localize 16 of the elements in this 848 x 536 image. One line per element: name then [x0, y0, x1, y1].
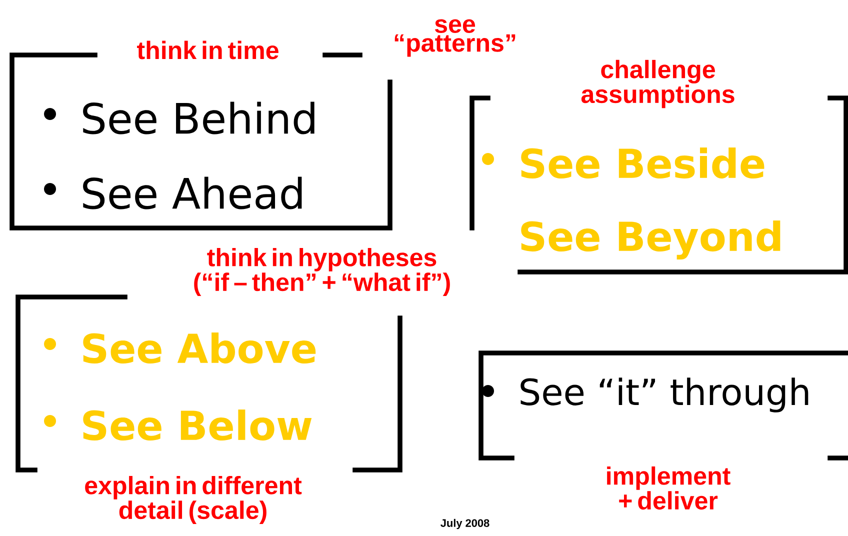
bracket-frame — [16, 294, 402, 472]
bullet-item: See Ahead — [83, 176, 302, 210]
bullet-item: See Behind — [83, 102, 314, 134]
bullet-item: See “it” through — [520, 378, 808, 412]
caption-text: explain in different detail (scale) — [85, 476, 302, 524]
caption-text: implement + deliver — [607, 466, 730, 510]
bracket-frame — [478, 350, 848, 460]
caption-text: challenge assumptions — [581, 60, 734, 108]
bullet-item: See Below — [83, 410, 312, 440]
bullet-item: See Above — [83, 332, 316, 364]
bullet-item: See Beyond — [521, 220, 780, 260]
bullet-item: See Beside — [521, 148, 764, 178]
caption-text: think in time — [137, 40, 278, 60]
caption-text: see “patterns” — [394, 19, 516, 57]
caption-text: think in hypotheses (“if – then” + “what if”) — [194, 248, 450, 296]
date-text: July 2008 — [440, 518, 490, 530]
